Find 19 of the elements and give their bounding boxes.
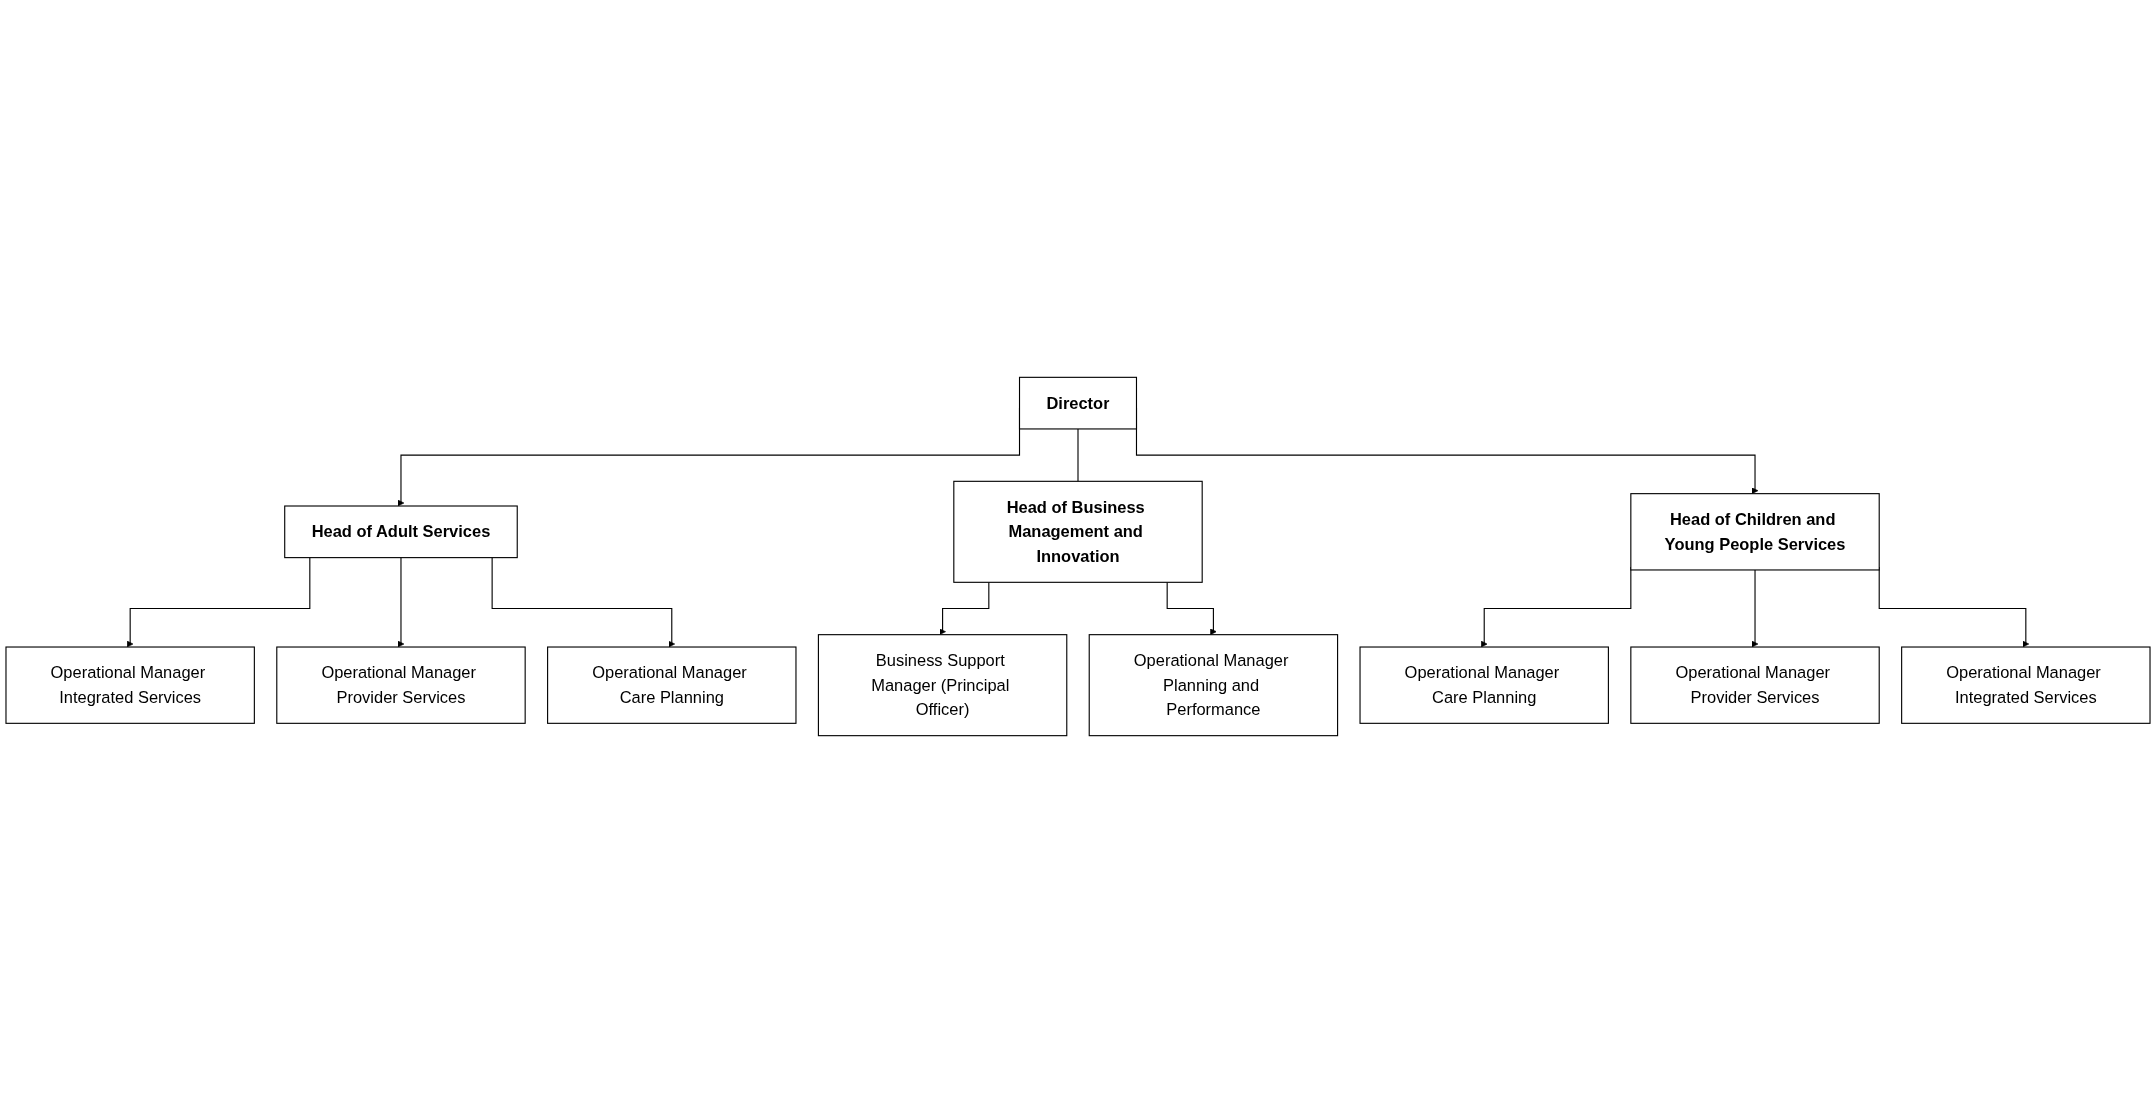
arrow xyxy=(126,557,311,648)
node-box: Operational Manager Provider Services xyxy=(276,646,526,724)
node-box: Operational Manager Integrated Services xyxy=(1901,646,2151,724)
node-box: Operational Manager Planning and Performance xyxy=(1088,634,1339,737)
arrow xyxy=(397,557,405,648)
node-box: Director xyxy=(1018,376,1138,430)
node-box: Head of Business Management and Innovation xyxy=(953,480,1203,583)
node-box: Operational Manager Care Planning xyxy=(547,646,797,724)
arrow xyxy=(939,581,990,635)
arrow xyxy=(1751,569,1759,648)
arrow xyxy=(491,557,676,648)
node-box: Business Support Manager (Principal Officer) xyxy=(817,634,1068,737)
node-box: Head of Children and Young People Services xyxy=(1630,493,1880,571)
node-box: Operational Manager Provider Services xyxy=(1630,646,1880,724)
node-box: Head of Adult Services xyxy=(284,505,518,559)
node-box: Operational Manager Integrated Services xyxy=(5,646,255,724)
connector xyxy=(1077,428,1079,482)
arrow xyxy=(1166,581,1217,635)
node-box: Operational Manager Care Planning xyxy=(1359,646,1609,724)
